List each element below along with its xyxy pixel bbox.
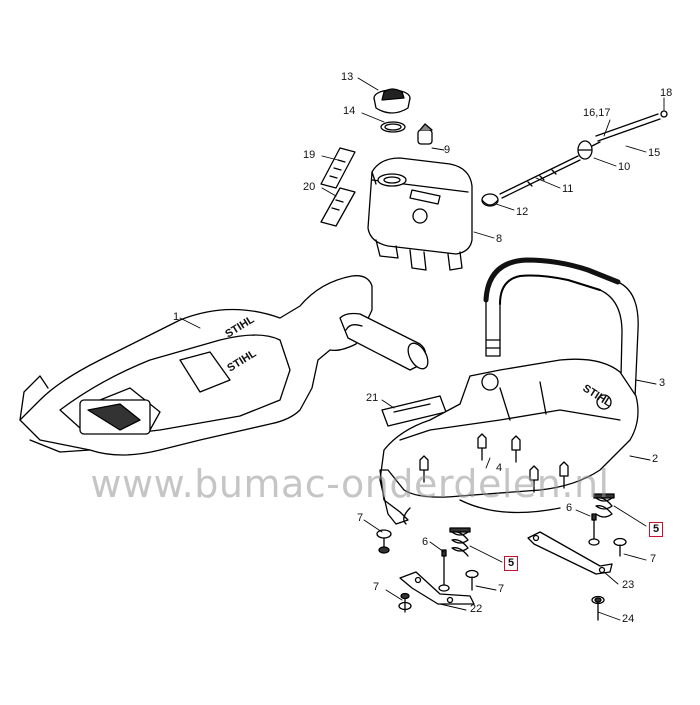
callout-24: 24 — [622, 613, 635, 625]
o-ring-part — [380, 121, 406, 133]
decal-20-part — [320, 187, 356, 227]
fuel-tank-part — [367, 157, 473, 271]
callout-6-a: 6 — [422, 536, 429, 548]
main-housing-part — [379, 358, 639, 525]
cable-end-part — [481, 193, 499, 207]
callout-7-d: 7 — [650, 553, 657, 565]
callout-7-a: 7 — [357, 512, 364, 524]
callout-20: 20 — [303, 181, 316, 193]
av-spring-left-part — [449, 527, 471, 557]
callout-7-b: 7 — [498, 583, 505, 595]
bracket-22-part — [399, 571, 475, 605]
callout-3: 3 — [659, 377, 666, 389]
callout-15: 15 — [648, 147, 661, 159]
callout-5-right: 5 — [649, 522, 664, 537]
callout-5-left: 5 — [504, 556, 519, 571]
callout-6-b: 6 — [566, 502, 573, 514]
fuel-cap-part — [373, 88, 411, 114]
grip-tube-part — [339, 312, 429, 371]
handle-housing-part — [19, 275, 373, 456]
vent-valve-part — [417, 123, 433, 145]
callout-8: 8 — [496, 233, 503, 245]
callout-16-17: 16,17 — [583, 107, 611, 119]
callout-2: 2 — [652, 453, 659, 465]
callout-9: 9 — [444, 144, 451, 156]
bracket-23-part — [527, 531, 613, 575]
callout-10: 10 — [618, 161, 631, 173]
callout-11: 11 — [562, 183, 574, 195]
callout-1: 1 — [173, 311, 180, 323]
callout-21: 21 — [366, 392, 379, 404]
callout-12: 12 — [516, 206, 529, 218]
throttle-rod-part — [595, 110, 668, 142]
throttle-cable-part — [499, 155, 581, 199]
decal-19-part — [320, 147, 356, 189]
av-spring-right-part — [593, 493, 615, 518]
callout-7-c: 7 — [373, 581, 380, 593]
callout-14: 14 — [343, 105, 356, 117]
cable-nipple-part — [577, 140, 601, 160]
watermark: www.bumac-onderdelen.nl — [90, 462, 610, 506]
callout-23: 23 — [622, 579, 635, 591]
callout-19: 19 — [303, 149, 316, 161]
screws — [376, 433, 627, 621]
leader-lines — [179, 77, 665, 621]
callout-4: 4 — [496, 462, 503, 474]
callout-13: 13 — [341, 71, 354, 83]
callout-18: 18 — [660, 87, 673, 99]
callout-22: 22 — [470, 603, 483, 615]
